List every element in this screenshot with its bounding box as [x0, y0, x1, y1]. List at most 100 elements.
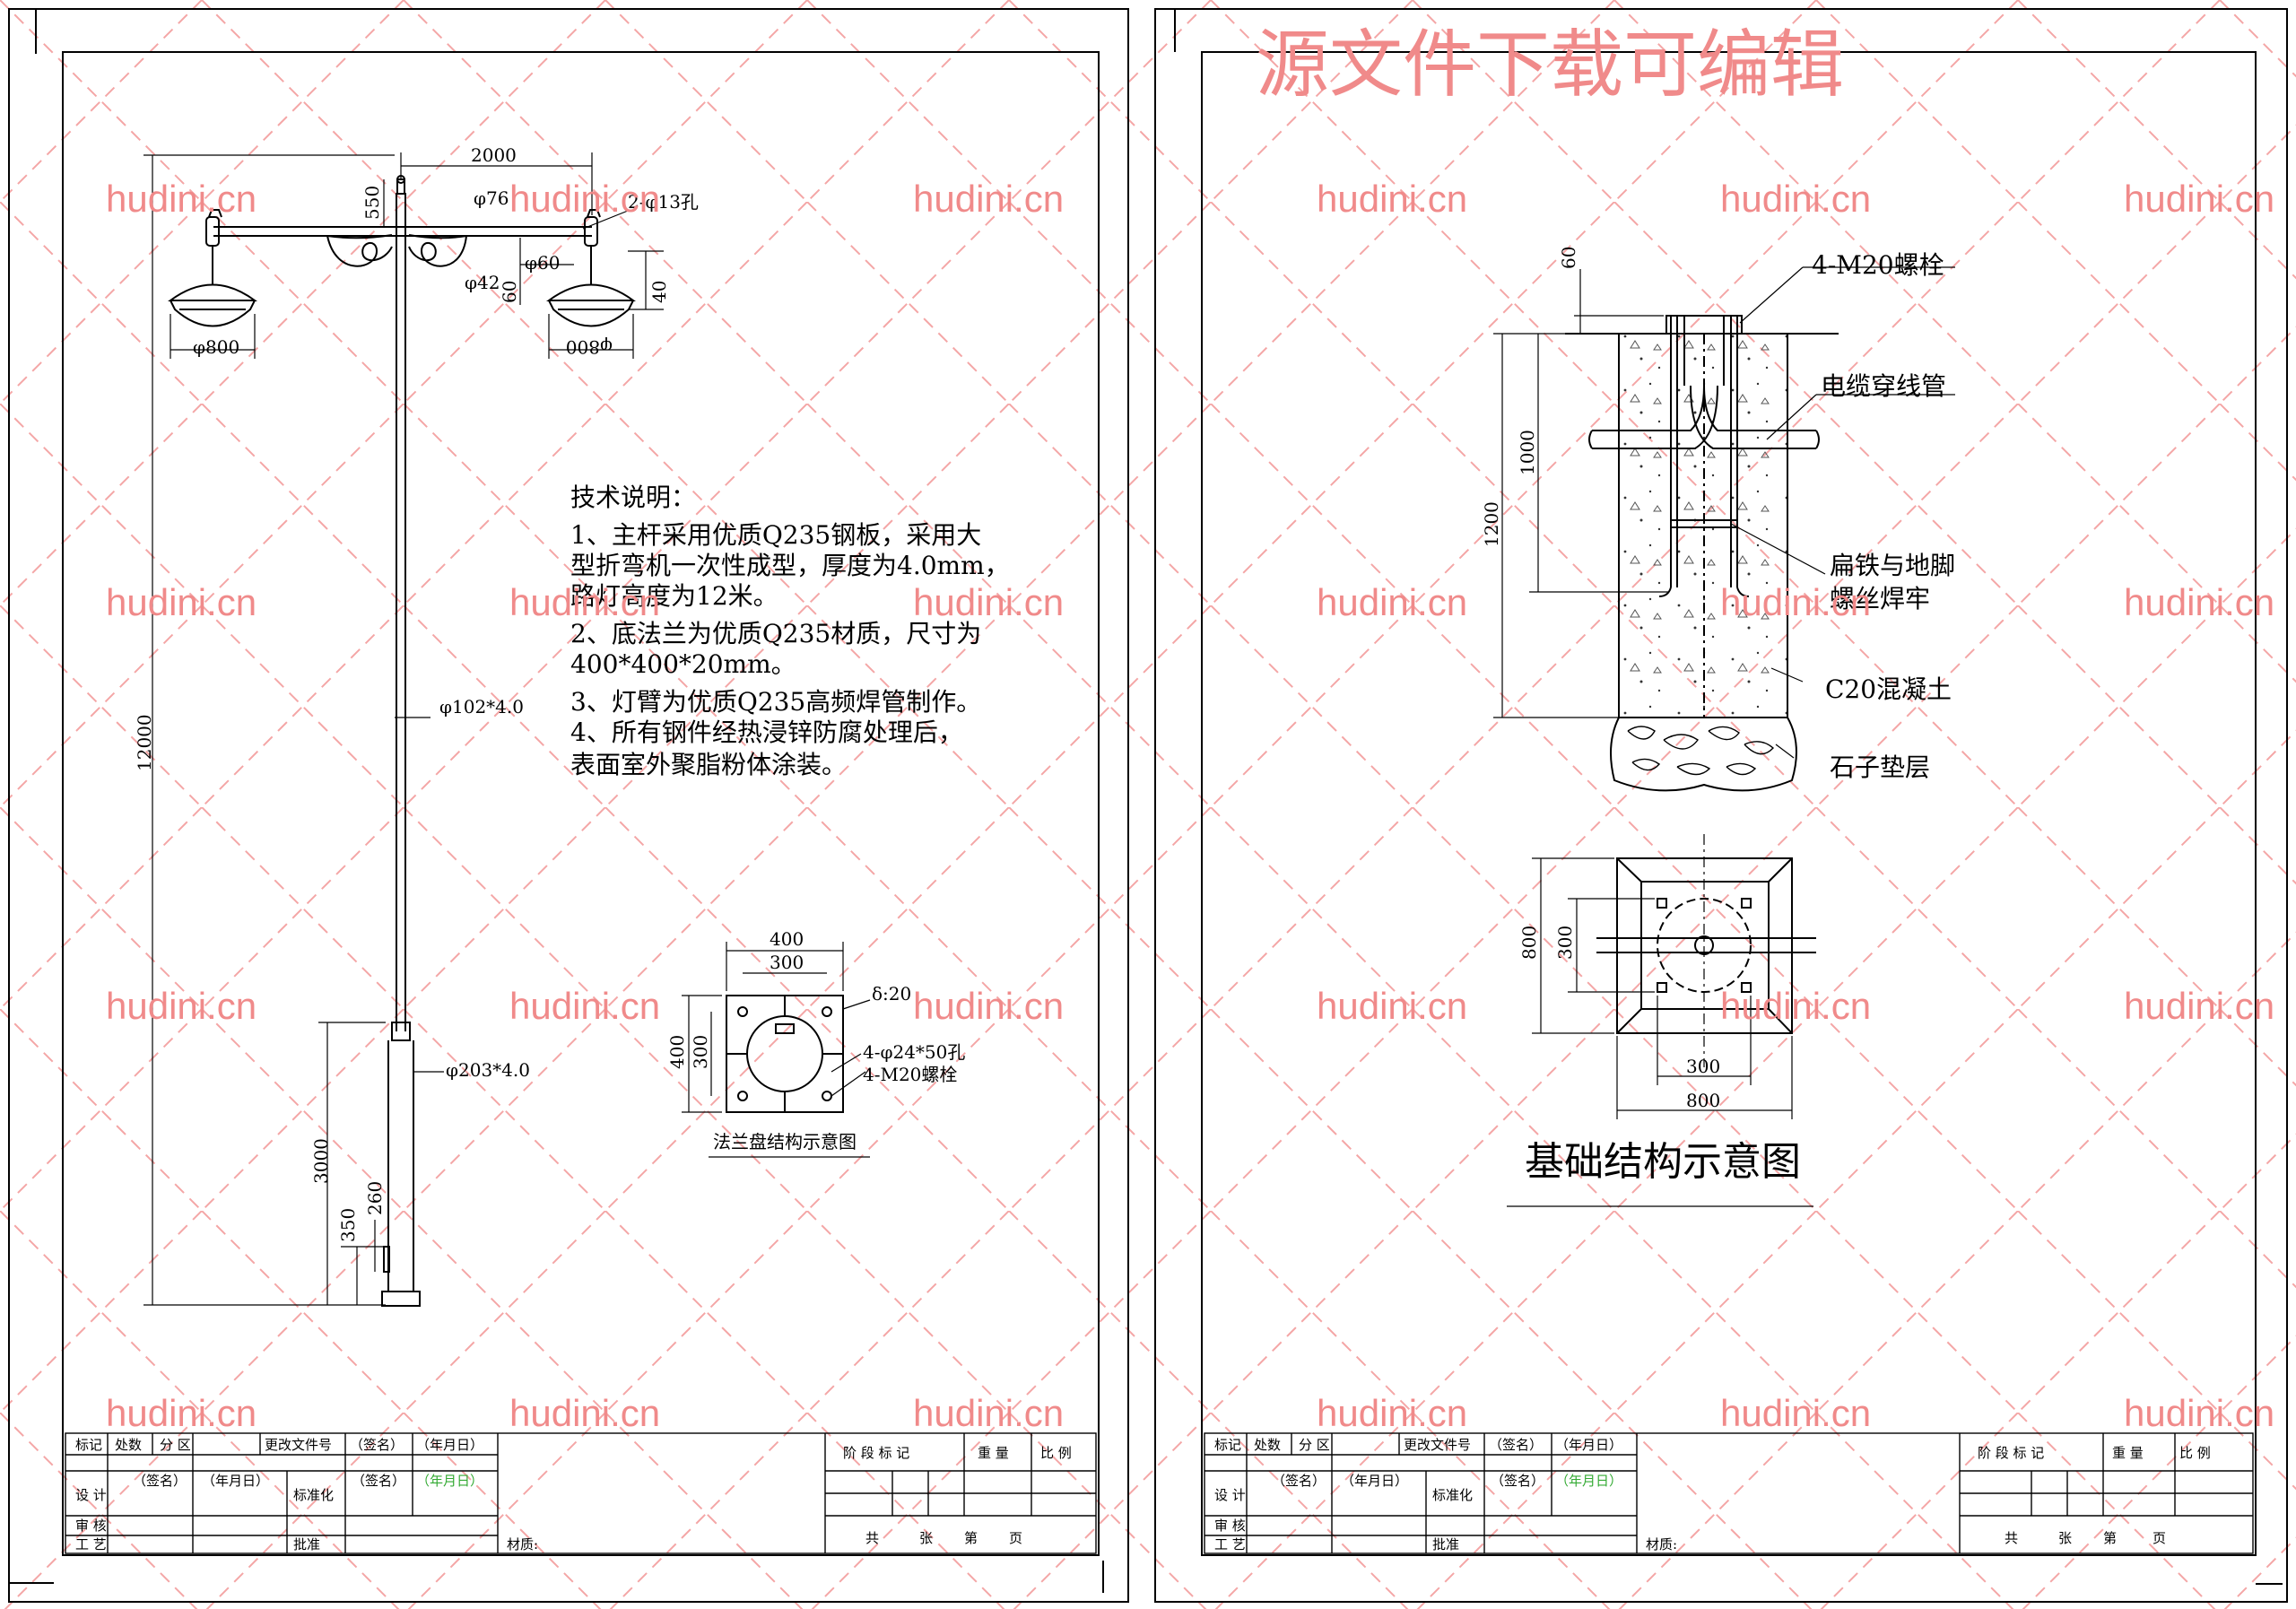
note-line: 400*400*20mm。	[570, 649, 796, 679]
watermark-text: hudini.cn	[1720, 581, 1871, 623]
tb-di: 第	[964, 1530, 978, 1546]
tb-scale: 比 例	[2179, 1445, 2211, 1461]
title-block-right-text: 标记 处数 分 区 更改文件号 （签名） （年月日） 设 计 （签名） （年月日…	[1214, 1437, 2211, 1552]
watermark-text: hudini.cn	[913, 1392, 1064, 1434]
note-line: 3、灯臂为优质Q235高频焊管制作。	[570, 687, 981, 717]
tb-scale: 比 例	[1040, 1445, 1072, 1461]
dim-h60: 60	[499, 281, 520, 303]
watermark-text: hudini.cn	[509, 1392, 660, 1434]
flange-outer-height: 400	[666, 1035, 688, 1069]
watermark-text: hudini.cn	[2124, 1392, 2274, 1434]
tb-standard: 标准化	[1432, 1487, 1473, 1503]
right-sheet	[1154, 8, 2288, 1603]
tb-design: 设 计	[75, 1487, 107, 1503]
dim-door-width: 260	[364, 1181, 386, 1215]
label-conduit: 电缆穿线管	[1821, 371, 1946, 401]
flange-inner-width: 300	[770, 952, 804, 973]
tb-chushu: 处数	[115, 1437, 142, 1453]
dim-door-height: 350	[337, 1208, 359, 1242]
dim-holes: 2-φ13孔	[628, 191, 699, 213]
flange-holes: 4-φ24*50孔	[863, 1041, 965, 1063]
watermark-text: hudini.cn	[509, 985, 660, 1027]
watermark-text: hudini.cn	[1720, 1392, 1871, 1434]
dim-plan-300-v: 300	[1554, 926, 1576, 960]
tb-total: 共	[865, 1530, 879, 1546]
dim-arm-dia: φ76	[474, 187, 509, 209]
flange-plate	[682, 942, 871, 1158]
tb-zhang: 张	[2058, 1530, 2072, 1546]
dim-total-height: 12000	[134, 714, 155, 771]
tb-change-doc: 更改文件号	[265, 1437, 332, 1453]
tb-date: （年月日）	[1555, 1437, 1622, 1453]
tb-weight: 重 量	[2112, 1445, 2144, 1461]
watermark-text: hudini.cn	[106, 985, 257, 1027]
watermark-text: hudini.cn	[1317, 1392, 1467, 1434]
tb-material: 材质:	[1646, 1536, 1677, 1552]
dim-plan-800-v: 800	[1518, 926, 1540, 960]
foundation-title: 基础结构示意图	[1525, 1139, 1801, 1185]
note-line: 路灯高度为12米。	[570, 581, 778, 611]
dim-embed-60: 60	[1558, 247, 1579, 269]
watermark-text: hudini.cn	[1317, 985, 1467, 1027]
tb-review: 审 核	[1214, 1518, 1246, 1534]
watermark-text: hudini.cn	[913, 178, 1064, 220]
tb-page: 页	[2152, 1530, 2166, 1546]
watermark-text: hudini.cn	[1720, 178, 1871, 220]
watermark-editable: 源文件下载可编辑	[1256, 22, 1844, 108]
tb-design-date: （年月日）	[1341, 1473, 1408, 1489]
watermark-text: hudini.cn	[2124, 985, 2274, 1027]
lamp-head-right	[545, 246, 637, 327]
tb-design: 设 计	[1214, 1487, 1246, 1503]
note-line: 型折弯机一次性成型，厚度为4.0mm，	[570, 551, 1010, 580]
watermark-text: hudini.cn	[913, 581, 1064, 623]
tb-approve: 批准	[1432, 1536, 1459, 1552]
watermark-text: hudini.cn	[1720, 985, 1871, 1027]
dim-upper-pole: φ102*4.0	[439, 696, 524, 718]
dim-1000: 1000	[1517, 430, 1538, 475]
tb-di: 第	[2103, 1530, 2117, 1546]
tb-design-date: （年月日）	[202, 1473, 269, 1489]
dim-arm-span: 2000	[471, 144, 517, 166]
foundation-section	[1493, 266, 1955, 792]
foundation-labels: 4-M20螺栓 电缆穿线管 扁铁与地脚 螺丝焊牢 C20混凝土 石子垫层 60 …	[1481, 247, 1955, 1185]
tb-std-date: （年月日）	[416, 1473, 483, 1489]
watermark-text: hudini.cn	[1317, 581, 1467, 623]
dim-lower-pole: φ203*4.0	[446, 1059, 530, 1081]
label-weld-1: 扁铁与地脚	[1830, 551, 1955, 580]
tb-standard: 标准化	[293, 1487, 334, 1503]
tb-chushu: 处数	[1254, 1437, 1281, 1453]
tb-biaoji: 标记	[1214, 1437, 1241, 1453]
note-line: 1、主杆采用优质Q235钢板，采用大	[570, 520, 981, 550]
tb-page: 页	[1009, 1530, 1022, 1546]
dim-plan-300-h: 300	[1686, 1056, 1720, 1077]
title-block-left	[65, 1432, 1097, 1554]
title-block-right	[1204, 1432, 2254, 1554]
watermark-text: hudini.cn	[106, 1392, 257, 1434]
tb-process: 工 艺	[75, 1536, 107, 1552]
dim-socket-dia: φ60	[525, 252, 560, 274]
watermark-layer: hudini.cn hudini.cn hudini.cn hudini.cn hudi…	[106, 178, 2274, 1434]
watermark-text: hudini.cn	[2124, 581, 2274, 623]
watermark-text: hudini.cn	[509, 581, 660, 623]
tb-material: 材质:	[507, 1536, 538, 1552]
tb-fenqu: 分 区	[1299, 1437, 1330, 1453]
technical-notes: 技术说明： 1、主杆采用优质Q235钢板，采用大 型折弯机一次性成型，厚度为4.…	[570, 483, 1010, 779]
tb-total: 共	[2005, 1530, 2018, 1546]
label-gravel: 石子垫层	[1830, 752, 1930, 782]
flange-bolts: 4-M20螺栓	[863, 1064, 957, 1085]
flange-thickness: δ:20	[872, 983, 911, 1005]
tb-review: 审 核	[75, 1518, 107, 1534]
lamp-head-left	[167, 246, 258, 327]
notes-title: 技术说明：	[570, 483, 696, 512]
tb-stage: 阶 段 标 记	[843, 1445, 909, 1461]
dim-lamp-dia-right: φ800	[566, 336, 613, 358]
tb-approve: 批准	[293, 1536, 320, 1552]
dim-lamp-dia-left: φ800	[193, 336, 239, 358]
watermark-text: hudini.cn	[509, 178, 660, 220]
tb-sign: （签名）	[1489, 1437, 1543, 1453]
label-weld-2: 螺丝焊牢	[1830, 584, 1930, 613]
dim-curl-dia: φ42	[465, 272, 500, 293]
watermark-text: hudini.cn	[106, 581, 257, 623]
dim-h40: 40	[648, 281, 670, 303]
